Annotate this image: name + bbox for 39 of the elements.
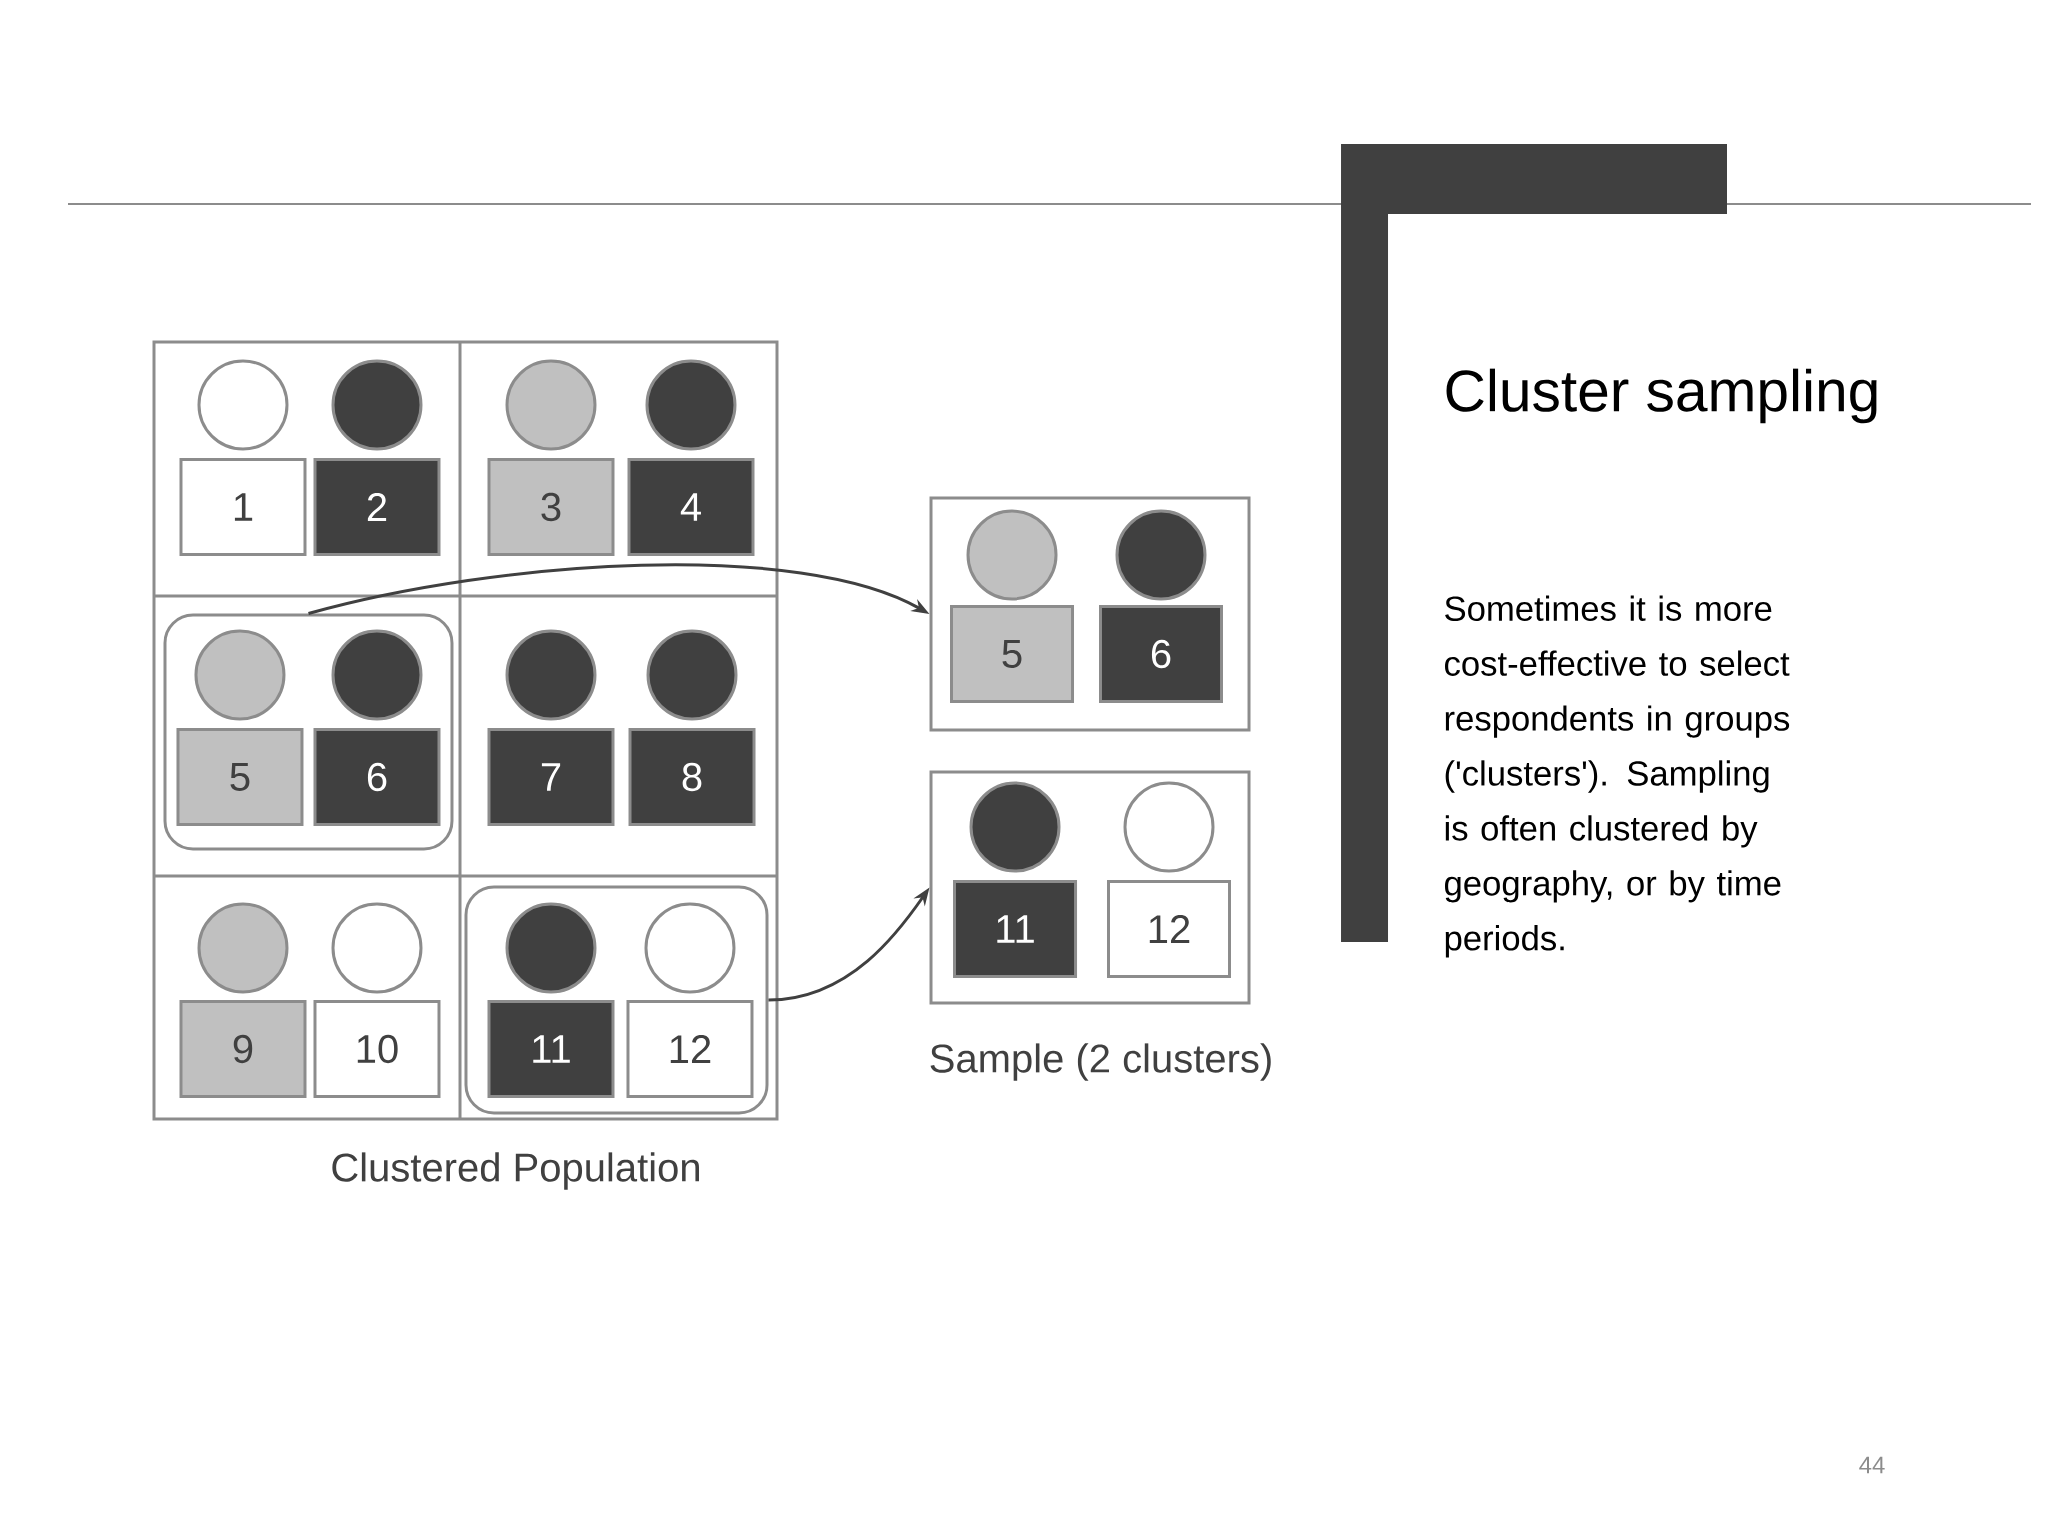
numbered-square: 10 — [313, 1000, 441, 1098]
page-number: 44 — [1859, 1456, 1885, 1474]
person-circle — [331, 902, 423, 994]
numbered-square: 12 — [1107, 880, 1231, 978]
person-circle — [1115, 509, 1207, 601]
person-circle — [197, 359, 289, 451]
node-label: Clustered Population — [332, 1152, 699, 1190]
numbered-square: 6 — [313, 728, 441, 826]
person-circle — [331, 359, 423, 451]
numbered-square: 6 — [1099, 605, 1223, 703]
cluster-outline — [163, 613, 454, 851]
numbered-square: 5 — [950, 605, 1074, 703]
person-circle — [966, 509, 1058, 601]
person-circle — [644, 902, 736, 994]
person-circle — [197, 902, 289, 994]
person-circle — [969, 781, 1061, 873]
numbered-square: 3 — [487, 458, 615, 556]
numbered-square: 2 — [313, 458, 441, 556]
node-label: Sample (2 clusters) — [930, 1043, 1271, 1081]
person-circle — [331, 629, 423, 721]
person-circle — [505, 629, 597, 721]
numbered-square: 8 — [628, 728, 756, 826]
cluster-outline — [464, 885, 769, 1115]
numbered-square: 4 — [627, 458, 755, 556]
numbered-square: 5 — [176, 728, 304, 826]
numbered-square: 11 — [953, 880, 1078, 978]
person-circle — [1123, 781, 1215, 873]
person-circle — [505, 359, 597, 451]
slide-title: Cluster sampling — [1446, 368, 1877, 424]
numbered-square: 11 — [487, 1000, 615, 1098]
person-circle — [505, 902, 597, 994]
numbered-square: 12 — [626, 1000, 754, 1098]
numbered-square: 9 — [179, 1000, 307, 1098]
person-circle — [646, 629, 738, 721]
numbered-square: 7 — [487, 728, 615, 826]
body-text: Sometimes it is more cost-effective to select respondents in groups ('clusters'). Sampling is often clustered by geography, or by time periods. — [1445, 595, 1790, 958]
person-circle — [194, 629, 286, 721]
numbered-square: 1 — [179, 458, 307, 556]
person-circle — [645, 359, 737, 451]
